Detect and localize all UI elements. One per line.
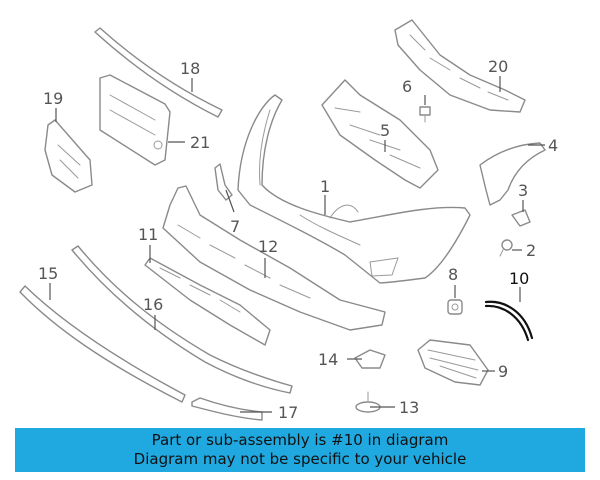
leader-line-7 [225,189,235,213]
callout-21: 21 [190,133,210,152]
lower-trim-part [144,257,271,346]
callout-9: 9 [498,362,508,381]
callout-5: 5 [380,121,390,140]
callout-13: 13 [399,398,419,417]
part-info-banner: Part or sub-assembly is #10 in diagram D… [15,428,585,472]
callout-16: 16 [143,295,163,314]
callout-11: 11 [138,225,158,244]
fog-grille-right-part [417,339,489,386]
callout-1: 1 [320,177,330,196]
highlighted-seal-inner [484,304,530,342]
sensor-part [447,299,463,315]
license-bracket-part [99,74,171,166]
fog-bezel-left-part [44,119,93,193]
callout-2: 2 [526,241,536,260]
callout-17: 17 [278,403,298,422]
banner-line-part: Part or sub-assembly is #10 in diagram [151,431,449,449]
callout-6: 6 [402,77,412,96]
chrome-strip-part [71,245,293,394]
callout-3: 3 [518,181,528,200]
energy-absorber-part [321,79,439,189]
callout-20: 20 [488,57,508,76]
banner-line-disclaimer: Diagram may not be specific to your vehi… [133,450,467,468]
callout-10: 10 [509,269,529,288]
callout-19: 19 [43,89,63,108]
callout-14: 14 [318,350,338,369]
side-bracket-part [479,142,546,206]
long-lower-strip-part [19,285,186,403]
screw-part [499,239,513,257]
callout-18: 18 [180,59,200,78]
clip-part [214,163,233,201]
reinforcement-bar-part [394,19,526,113]
callout-4: 4 [548,136,558,155]
parts-diagram: 1 2 3 4 5 6 7 8 9 10 11 12 13 14 15 16 1… [19,19,558,422]
callout-15: 15 [38,264,58,283]
bumper-cover-part [237,94,471,284]
retainer-clip-part [354,349,386,369]
callout-12: 12 [258,237,278,256]
upper-trim-strip-part [94,27,223,118]
callout-8: 8 [448,265,458,284]
bolt-part [419,106,431,123]
mount-part [511,209,531,227]
callout-7: 7 [230,217,240,236]
small-lower-strip-part [191,397,263,421]
lower-grille-part [162,185,386,331]
push-pin-part [355,391,381,413]
